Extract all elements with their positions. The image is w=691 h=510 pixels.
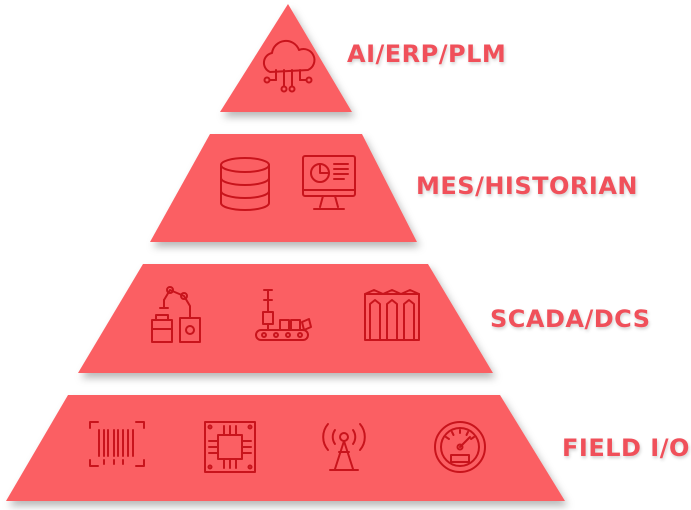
tier-4-label: FIELD I/O: [562, 434, 690, 462]
tier-2-label: MES/HISTORIAN: [416, 172, 638, 200]
cloud-network-icon: [262, 39, 316, 93]
database-icon: [220, 157, 270, 211]
tier-4-shape: [6, 395, 565, 501]
dashboard-monitor-icon: [302, 155, 356, 210]
gauge-icon: [434, 421, 486, 473]
tier-3-label: SCADA/DCS: [490, 305, 651, 333]
microchip-icon: [204, 421, 256, 473]
robot-arm-icon: [151, 286, 201, 343]
tier-1-label: AI/ERP/PLM: [347, 40, 507, 68]
storage-tanks-icon: [364, 289, 420, 341]
barcode-scanner-icon: [89, 421, 145, 467]
tier-3-shape: [78, 264, 493, 373]
tier-1-shape: [220, 4, 352, 112]
tier-2-shape: [150, 134, 417, 242]
antenna-icon: [322, 423, 366, 471]
conveyor-robot-icon: [255, 289, 312, 341]
